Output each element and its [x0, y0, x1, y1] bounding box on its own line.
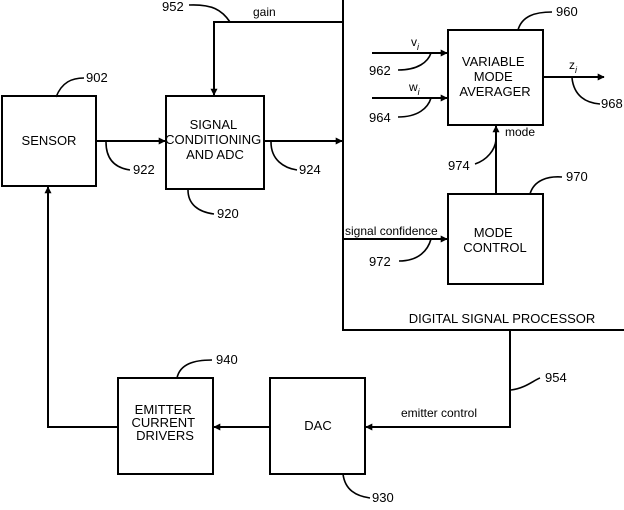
sensor-label: SENSOR — [22, 133, 77, 148]
ref-902: 902 — [86, 70, 108, 85]
leader-930 — [343, 474, 370, 498]
leader-972 — [399, 239, 431, 261]
leader-954 — [511, 378, 540, 390]
ref-922: 922 — [133, 162, 155, 177]
wi-label: wi — [408, 80, 421, 97]
signal-confidence-label: signal confidence — [345, 224, 438, 238]
leader-940 — [177, 360, 212, 378]
leader-970 — [530, 177, 562, 194]
leader-962 — [398, 53, 431, 70]
ref-960: 960 — [556, 4, 578, 19]
leader-922 — [106, 142, 130, 170]
ref-920: 920 — [217, 206, 239, 221]
ref-924: 924 — [299, 162, 321, 177]
leader-902 — [56, 78, 84, 97]
ref-970: 970 — [566, 169, 588, 184]
gain-feedback-arrow — [214, 22, 343, 95]
ref-968: 968 — [601, 96, 623, 111]
emitter-current-drivers-label: EMITTER CURRENT DRIVERS — [132, 402, 199, 443]
ref-940: 940 — [216, 352, 238, 367]
ref-972: 972 — [369, 254, 391, 269]
gain-label: gain — [253, 5, 276, 19]
emitter-control-label: emitter control — [401, 406, 477, 420]
leader-968 — [572, 78, 600, 104]
vi-label: vi — [411, 35, 420, 52]
zi-label: zi — [569, 58, 578, 75]
ref-974: 974 — [448, 158, 470, 173]
leader-964 — [398, 98, 431, 117]
ref-952: 952 — [162, 0, 184, 14]
dac-label: DAC — [304, 418, 331, 433]
dsp-label: DIGITAL SIGNAL PROCESSOR — [409, 311, 596, 326]
ref-964: 964 — [369, 110, 391, 125]
leader-952 — [189, 5, 230, 22]
leader-924 — [271, 142, 297, 170]
ref-954: 954 — [545, 370, 567, 385]
leader-974 — [475, 140, 496, 164]
leader-920 — [188, 190, 214, 214]
drivers-to-sensor-arrow — [48, 187, 118, 427]
leader-960 — [518, 12, 552, 30]
mode-signal-label: mode — [505, 125, 535, 139]
ref-962: 962 — [369, 63, 391, 78]
ref-930: 930 — [372, 490, 394, 505]
